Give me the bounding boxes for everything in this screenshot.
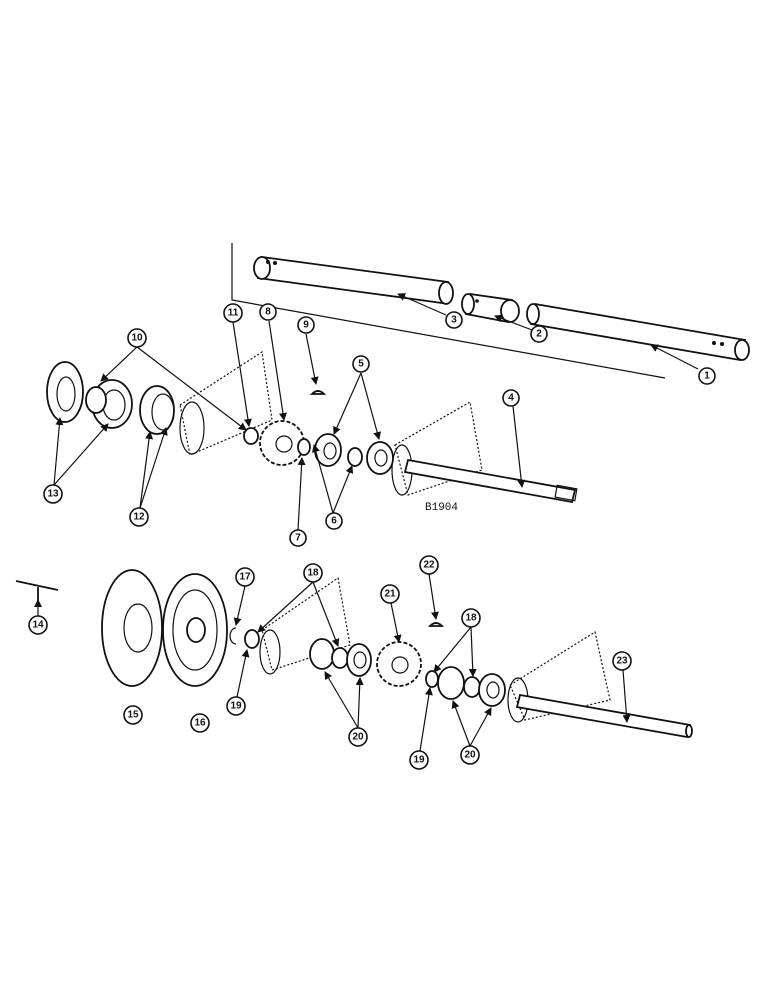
callout-6: 6 bbox=[325, 512, 343, 530]
tube-part-3 bbox=[253, 255, 454, 305]
callout-18-label: 18 bbox=[307, 568, 319, 579]
callout-17: 17 bbox=[235, 567, 255, 587]
key-part-9 bbox=[309, 390, 327, 395]
callout-18-second: 18 bbox=[461, 608, 481, 628]
figure-reference-code: B1904 bbox=[425, 502, 458, 514]
callout-18-second-label: 18 bbox=[465, 613, 477, 624]
callout-22: 22 bbox=[419, 555, 439, 575]
callout-19-second: 19 bbox=[409, 750, 429, 770]
callout-1-label: 1 bbox=[704, 371, 710, 382]
housing-lower-left bbox=[259, 576, 351, 675]
callout-12: 12 bbox=[129, 507, 149, 527]
callout-8: 8 bbox=[259, 303, 277, 321]
callout-8-label: 8 bbox=[265, 307, 271, 318]
callout-16-label: 16 bbox=[194, 718, 206, 729]
callout-15-label: 15 bbox=[127, 710, 139, 721]
callout-23-label: 23 bbox=[616, 656, 628, 667]
sprocket-part-8 bbox=[259, 420, 305, 466]
spacer-part-11 bbox=[243, 427, 259, 445]
callout-20-second-label: 20 bbox=[464, 750, 476, 761]
leader-lines bbox=[34, 293, 699, 752]
bearing-set-lower-left bbox=[309, 638, 372, 677]
callout-2-label: 2 bbox=[536, 329, 542, 340]
snap-ring-part-17 bbox=[229, 627, 237, 645]
frame-outline bbox=[231, 243, 666, 379]
callout-5: 5 bbox=[352, 355, 370, 373]
callout-21: 21 bbox=[380, 584, 400, 604]
callout-13: 13 bbox=[43, 484, 63, 504]
callout-11-label: 11 bbox=[228, 308, 239, 319]
pulley-part-16 bbox=[162, 573, 228, 687]
callout-5-label: 5 bbox=[358, 359, 364, 370]
callout-15: 15 bbox=[123, 705, 143, 725]
callout-4: 4 bbox=[502, 389, 520, 407]
collar-part-7 bbox=[297, 438, 311, 456]
tube-part-2 bbox=[461, 292, 520, 324]
callout-18: 18 bbox=[303, 563, 323, 583]
collar-part-19-left bbox=[244, 629, 260, 649]
flange-plate-part-13 bbox=[46, 361, 84, 423]
callout-19-label: 19 bbox=[230, 701, 242, 712]
callout-9: 9 bbox=[297, 316, 315, 334]
sprocket-part-21 bbox=[376, 641, 422, 687]
callout-4-label: 4 bbox=[508, 393, 514, 404]
callout-16: 16 bbox=[190, 713, 210, 733]
tube-part-1 bbox=[526, 302, 750, 362]
bearing-part-10 bbox=[85, 379, 133, 429]
callout-11: 11 bbox=[223, 303, 243, 323]
shaft-part-4 bbox=[403, 458, 578, 504]
key-part-22 bbox=[427, 622, 445, 627]
callout-10-label: 10 bbox=[131, 333, 143, 344]
callout-22-label: 22 bbox=[423, 560, 435, 571]
callout-13-label: 13 bbox=[47, 489, 59, 500]
housing-upper-left bbox=[179, 350, 273, 456]
callout-6-label: 6 bbox=[331, 516, 337, 527]
callout-14-label: 14 bbox=[32, 620, 44, 631]
callout-2: 2 bbox=[530, 325, 548, 343]
callout-20-label: 20 bbox=[352, 732, 364, 743]
shaft-part-23 bbox=[515, 693, 693, 739]
callout-1: 1 bbox=[698, 367, 716, 385]
callout-7: 7 bbox=[289, 529, 307, 547]
callout-14: 14 bbox=[28, 615, 48, 635]
callout-3-label: 3 bbox=[451, 315, 457, 326]
callout-19-second-label: 19 bbox=[413, 755, 425, 766]
callout-23: 23 bbox=[612, 651, 632, 671]
pulley-part-15 bbox=[101, 569, 163, 687]
callout-3: 3 bbox=[445, 311, 463, 329]
callout-12-label: 12 bbox=[133, 512, 145, 523]
collar-part-19-right bbox=[425, 670, 439, 688]
callout-19: 19 bbox=[226, 696, 246, 716]
callout-9-label: 9 bbox=[303, 320, 309, 331]
bearing-set-part-5-6 bbox=[314, 433, 394, 475]
t-handle-part-14 bbox=[15, 580, 59, 605]
bearing-set-lower-right bbox=[437, 666, 506, 707]
callout-20: 20 bbox=[348, 727, 368, 747]
callout-7-label: 7 bbox=[295, 533, 301, 544]
callout-17-label: 17 bbox=[239, 572, 251, 583]
cam-collar-part-12 bbox=[139, 385, 175, 435]
callout-10: 10 bbox=[127, 328, 147, 348]
callout-21-label: 21 bbox=[384, 589, 396, 600]
callout-20-second: 20 bbox=[460, 745, 480, 765]
